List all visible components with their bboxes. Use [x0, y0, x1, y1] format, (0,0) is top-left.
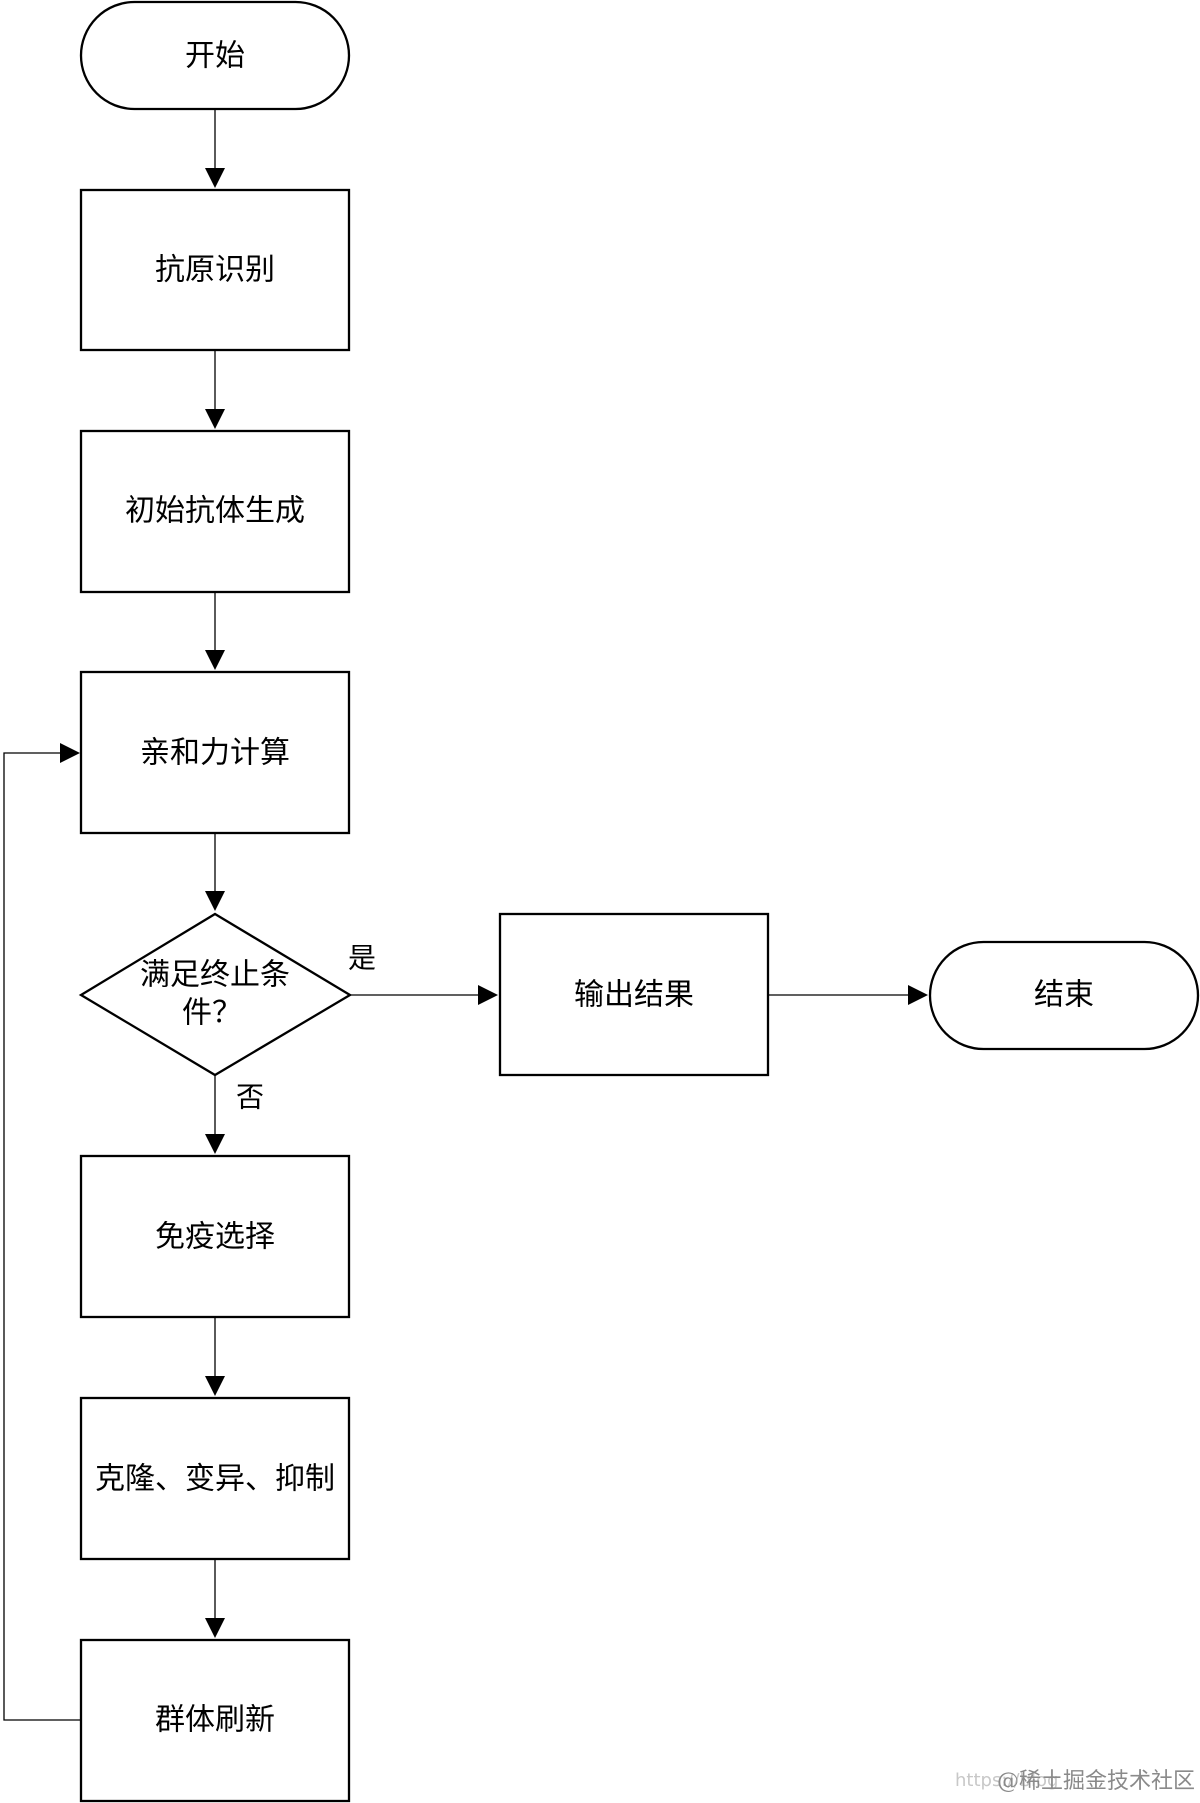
initial-antibody-label: 初始抗体生成 [125, 494, 305, 529]
watermark-faint: https://blog [955, 1770, 1058, 1791]
decision-label-line2: 件？ [182, 996, 242, 1031]
initial-antibody-node: 初始抗体生成 [79, 429, 351, 594]
population-refresh-label: 群体刷新 [155, 1703, 275, 1738]
clone-mutation-label: 克隆、变异、抑制 [95, 1462, 335, 1497]
no-label: 否 [236, 1081, 264, 1114]
clone-mutation-node: 克隆、变异、抑制 [79, 1396, 351, 1561]
arrowhead [205, 409, 225, 429]
arrowhead [205, 168, 225, 188]
arrowhead [205, 650, 225, 670]
termination-decision-node: 满足终止条 件？ [78, 912, 353, 1077]
start-label: 开始 [185, 39, 245, 74]
output-result-label: 输出结果 [574, 978, 694, 1013]
antigen-recognition-node: 抗原识别 [79, 188, 351, 352]
affinity-calculation-node: 亲和力计算 [79, 670, 351, 835]
population-refresh-node: 群体刷新 [79, 1638, 351, 1803]
arrowhead [205, 1134, 225, 1154]
arrowhead [205, 1618, 225, 1638]
arrowhead [908, 985, 928, 1005]
immune-selection-node: 免疫选择 [79, 1154, 351, 1319]
antigen-recognition-label: 抗原识别 [155, 253, 275, 288]
decision-label-line1: 满足终止条 [140, 958, 290, 993]
arrowhead [478, 985, 498, 1005]
arrowhead [205, 891, 225, 911]
edge-refresh-loop [3, 752, 81, 1721]
start-node: 开始 [79, 0, 351, 111]
end-label: 结束 [1034, 978, 1094, 1013]
arrowhead [60, 743, 80, 763]
affinity-calculation-label: 亲和力计算 [140, 736, 290, 771]
immune-selection-label: 免疫选择 [155, 1220, 275, 1255]
watermark-text: @稀土掘金技术社区 [997, 1769, 1195, 1794]
end-node: 结束 [928, 940, 1200, 1051]
output-result-node: 输出结果 [498, 912, 770, 1077]
arrowhead [205, 1376, 225, 1396]
yes-label: 是 [348, 942, 376, 975]
